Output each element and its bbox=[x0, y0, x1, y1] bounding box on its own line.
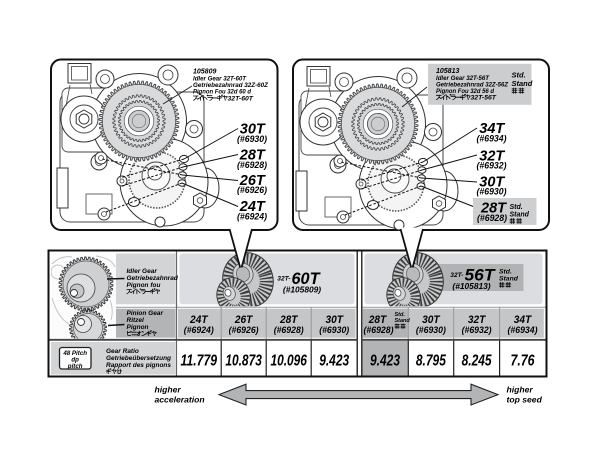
svg-text:(#6930): (#6930) bbox=[319, 325, 349, 335]
svg-text:48 Pitch: 48 Pitch bbox=[62, 350, 87, 357]
svg-text:(#6924): (#6924) bbox=[237, 211, 267, 221]
svg-text:32T: 32T bbox=[479, 148, 506, 165]
svg-text:105813: 105813 bbox=[436, 68, 459, 75]
svg-text:(#6928): (#6928) bbox=[364, 325, 394, 335]
svg-text:(#105813): (#105813) bbox=[452, 281, 490, 291]
svg-text:34T: 34T bbox=[479, 120, 506, 137]
svg-text:11.779: 11.779 bbox=[181, 353, 218, 370]
svg-text:(#6932): (#6932) bbox=[477, 161, 507, 171]
svg-text:higher: higher bbox=[155, 385, 182, 395]
svg-text:9.423: 9.423 bbox=[370, 353, 400, 370]
svg-text:8.245: 8.245 bbox=[462, 353, 493, 370]
svg-text:105809: 105809 bbox=[193, 69, 216, 76]
svg-text:26T: 26T bbox=[234, 314, 254, 326]
svg-text:8.795: 8.795 bbox=[416, 353, 447, 370]
svg-text:9.423: 9.423 bbox=[319, 353, 349, 370]
svg-text:Pignon: Pignon bbox=[127, 324, 149, 331]
svg-text:32T-56T: 32T-56T bbox=[471, 95, 498, 102]
svg-text:higher: higher bbox=[507, 385, 534, 395]
svg-text:32T-: 32T- bbox=[277, 276, 290, 283]
svg-text:Getriebezahnrad 32Z-60Z: Getriebezahnrad 32Z-60Z bbox=[193, 82, 269, 89]
svg-text:(#6924): (#6924) bbox=[184, 325, 214, 335]
svg-text:28T: 28T bbox=[480, 199, 508, 216]
svg-text:56T: 56T bbox=[465, 266, 497, 285]
svg-text:30T: 30T bbox=[325, 314, 344, 326]
svg-text:Idler Gear: Idler Gear bbox=[127, 268, 158, 275]
svg-text:Stand: Stand bbox=[510, 211, 530, 218]
svg-text:(#6932): (#6932) bbox=[462, 325, 492, 335]
svg-text:32T: 32T bbox=[468, 314, 487, 326]
svg-text:(#6934): (#6934) bbox=[508, 325, 538, 335]
svg-text:Std.: Std. bbox=[510, 204, 523, 211]
svg-text:26T: 26T bbox=[239, 172, 267, 189]
svg-text:7.76: 7.76 bbox=[511, 353, 535, 370]
svg-text:Pignon Fou 32d 56 d: Pignon Fou 32d 56 d bbox=[436, 88, 495, 95]
svg-text:top seed: top seed bbox=[507, 395, 543, 405]
svg-text:10.096: 10.096 bbox=[270, 353, 307, 370]
svg-text:(#6930): (#6930) bbox=[416, 325, 446, 335]
svg-text:Idler Gear 32T-56T: Idler Gear 32T-56T bbox=[436, 75, 490, 82]
svg-text:Pignon Fou 32d 60 d: Pignon Fou 32d 60 d bbox=[193, 89, 252, 96]
svg-text:Stand: Stand bbox=[512, 79, 533, 88]
svg-text:Stand: Stand bbox=[499, 276, 519, 283]
svg-text:(#6930): (#6930) bbox=[477, 187, 507, 197]
svg-text:Rapport des pignons: Rapport des pignons bbox=[106, 362, 171, 369]
svg-text:Getriebezahnrad: Getriebezahnrad bbox=[127, 275, 179, 282]
svg-text:(#105809): (#105809) bbox=[283, 284, 321, 294]
svg-text:(#6934): (#6934) bbox=[477, 133, 507, 143]
svg-text:32T-60T: 32T-60T bbox=[228, 95, 255, 102]
svg-text:(#6928): (#6928) bbox=[237, 160, 267, 170]
svg-text:24T: 24T bbox=[189, 314, 209, 326]
svg-text:(#6926): (#6926) bbox=[237, 185, 267, 195]
svg-text:28T: 28T bbox=[368, 314, 388, 326]
svg-text:pitch: pitch bbox=[67, 363, 83, 370]
svg-text:Stand: Stand bbox=[395, 318, 411, 324]
svg-text:Getriebezahnrad 32Z-56Z: Getriebezahnrad 32Z-56Z bbox=[436, 81, 509, 88]
svg-text:Std.: Std. bbox=[499, 269, 512, 276]
svg-text:Ritzel: Ritzel bbox=[127, 317, 145, 324]
svg-text:Std.: Std. bbox=[512, 71, 526, 80]
svg-text:(#6926): (#6926) bbox=[229, 325, 259, 335]
svg-text:10.873: 10.873 bbox=[225, 353, 262, 370]
svg-text:30T: 30T bbox=[240, 120, 267, 137]
svg-text:Pinion Gear: Pinion Gear bbox=[127, 310, 164, 317]
svg-text:(#6928): (#6928) bbox=[274, 325, 304, 335]
svg-text:28T: 28T bbox=[279, 314, 299, 326]
svg-text:30T: 30T bbox=[479, 174, 506, 191]
svg-text:Gear Ratio: Gear Ratio bbox=[106, 348, 139, 355]
svg-text:(#6930): (#6930) bbox=[237, 134, 267, 144]
svg-text:34T: 34T bbox=[514, 314, 533, 326]
svg-text:60T: 60T bbox=[292, 269, 322, 288]
svg-text:24T: 24T bbox=[239, 198, 267, 215]
svg-text:Pignon fou: Pignon fou bbox=[127, 282, 161, 289]
svg-text:32T-: 32T- bbox=[450, 272, 463, 279]
svg-text:28T: 28T bbox=[239, 147, 267, 164]
svg-text:Idler Gear 32T-60T: Idler Gear 32T-60T bbox=[193, 76, 247, 83]
svg-text:30T: 30T bbox=[422, 314, 441, 326]
svg-text:(#6928): (#6928) bbox=[477, 213, 507, 223]
svg-text:dp: dp bbox=[71, 357, 79, 364]
svg-text:acceleration: acceleration bbox=[155, 395, 205, 405]
svg-text:Std.: Std. bbox=[395, 312, 406, 318]
svg-text:Getriebeübersetzung: Getriebeübersetzung bbox=[106, 355, 171, 362]
